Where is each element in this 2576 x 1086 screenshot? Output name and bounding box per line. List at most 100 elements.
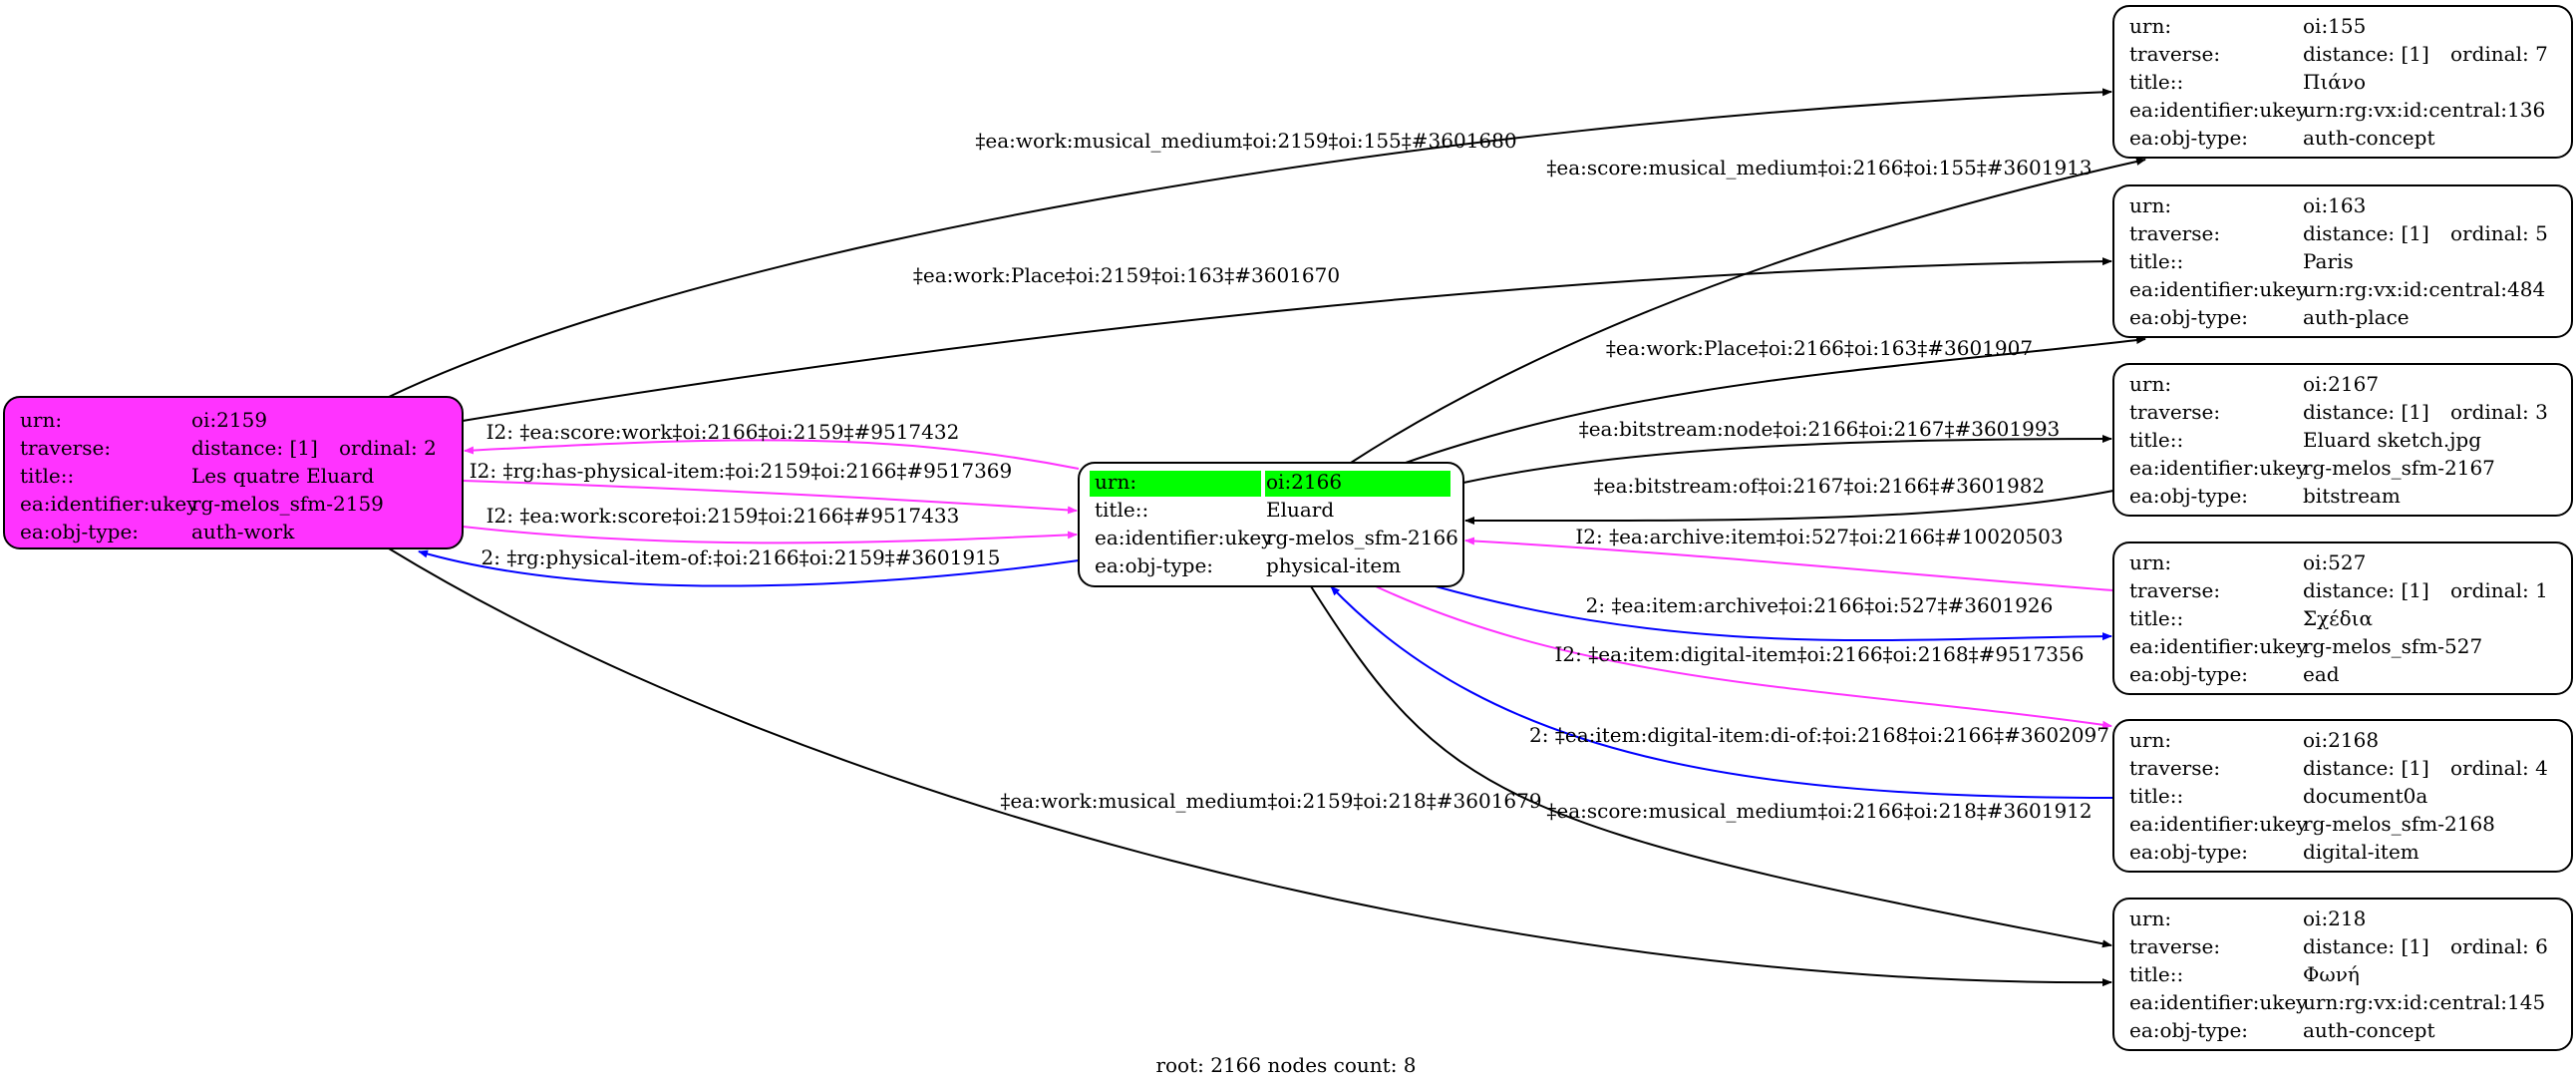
node-field-value: bitstream: [2303, 484, 2401, 508]
edge-n527-to-n2166: [1464, 537, 2114, 591]
edge-n2159-to-n2166: [462, 526, 1078, 544]
node-field-value: oi:2168: [2303, 728, 2379, 752]
node-field-key: traverse:: [20, 436, 111, 460]
edge-n2166-to-n2168: [1375, 585, 2112, 729]
node-field-key: ea:obj-type:: [2129, 1018, 2248, 1042]
node-field-ordinal: ordinal: 3: [2450, 400, 2548, 424]
node-field-key: urn:: [2129, 906, 2171, 930]
node-field-value: Σχέδια: [2303, 606, 2373, 630]
node-field-key: ea:obj-type:: [2129, 662, 2248, 686]
node-field-value: oi:527: [2303, 550, 2366, 574]
edge-label: I2: ‡ea:work:score‡oi:2159‡oi:2166‡#9517…: [486, 504, 960, 528]
node-field-value: ead: [2303, 662, 2340, 686]
node-field-value: auth-work: [191, 520, 295, 543]
node-field-key: urn:: [2129, 550, 2171, 574]
node-field-key: ea:obj-type:: [2129, 305, 2248, 329]
edge-n2159-to-n2166: [462, 480, 1078, 515]
edge-label: ‡ea:bitstream:node‡oi:2166‡oi:2167‡#3601…: [1579, 417, 2061, 441]
node-field-key: urn:: [2129, 193, 2171, 217]
focus-highlight-key: [1090, 471, 1261, 497]
focus-highlight-value: [1265, 471, 1450, 497]
node-field-value: distance: [1]: [2303, 42, 2429, 66]
node-field-key: title::: [1095, 498, 1148, 522]
node-field-key: ea:obj-type:: [2129, 484, 2248, 508]
edge-label: ‡ea:work:Place‡oi:2159‡oi:163‡#3601670: [913, 263, 1340, 287]
node-field-key: ea:obj-type:: [1095, 553, 1213, 577]
node-field-ordinal: ordinal: 2: [339, 436, 437, 460]
node-field-key: urn:: [2129, 372, 2171, 396]
node-field-value: rg-melos_sfm-527: [2303, 634, 2482, 658]
edge-n2166-to-n2167: [1462, 435, 2112, 484]
node-field-value: auth-place: [2303, 305, 2410, 329]
edge-labels-layer: ‡ea:work:musical_medium‡oi:2159‡oi:155‡#…: [470, 129, 2109, 823]
node-field-key: ea:identifier:ukey: [2129, 812, 2308, 836]
node-field-value: Paris: [2303, 249, 2354, 273]
edge-label: I2: ‡rg:has-physical-item:‡oi:2159‡oi:21…: [470, 459, 1013, 483]
node-field-key: traverse:: [2129, 756, 2220, 780]
node-field-value: auth-concept: [2303, 126, 2434, 150]
node-field-value: rg-melos_sfm-2166: [1266, 526, 1458, 549]
node-field-key: title::: [2129, 70, 2183, 94]
node-field-ordinal: ordinal: 6: [2450, 934, 2548, 958]
node-field-key: title::: [2129, 784, 2183, 808]
edge-n2166-to-n155: [1350, 158, 2146, 464]
node-field-value: Πιάνο: [2303, 70, 2366, 94]
node-field-key: title::: [2129, 962, 2183, 986]
node-field-key: urn:: [20, 408, 62, 432]
node-field-value: oi:218: [2303, 906, 2366, 930]
node-field-key: ea:obj-type:: [20, 520, 139, 543]
node-field-key: title::: [2129, 249, 2183, 273]
node-box: [2112, 184, 2573, 338]
node-field-key: ea:identifier:ukey: [1095, 526, 1273, 549]
node-field-key: traverse:: [2129, 934, 2220, 958]
node-field-value: rg-melos_sfm-2167: [2303, 456, 2495, 480]
node-field-key: ea:identifier:ukey: [2129, 98, 2308, 122]
node-field-key: ea:identifier:ukey: [2129, 990, 2308, 1014]
node-field-value: document0a: [2303, 784, 2427, 808]
node-field-value: physical-item: [1266, 553, 1401, 577]
node-field-ordinal: ordinal: 1: [2450, 578, 2548, 602]
edge-n2166-to-n527: [1435, 585, 2112, 642]
node-box: [2112, 898, 2573, 1051]
edge-n2159-to-n218: [388, 547, 2112, 987]
node-field-value: Eluard: [1266, 498, 1334, 522]
edge-n2168-to-n2166: [1330, 585, 2114, 799]
node-field-key: ea:identifier:ukey: [2129, 634, 2308, 658]
edge-n2159-to-n163: [462, 257, 2112, 422]
node-field-value: oi:2159: [191, 408, 267, 432]
edges-layer: [388, 88, 2146, 987]
node-field-key: traverse:: [2129, 221, 2220, 245]
edge-label: 2: ‡rg:physical-item-of:‡oi:2166‡oi:2159…: [482, 545, 1001, 569]
node-field-value: oi:163: [2303, 193, 2366, 217]
node-field-value: rg-melos_sfm-2168: [2303, 812, 2495, 836]
node-2159[interactable]: urn: oi:2159 traverse: distance: [1] ordinal…: [3, 396, 464, 549]
node-field-value: Les quatre Eluard: [191, 464, 374, 488]
node-field-value: urn:rg:vx:id:central:145: [2303, 990, 2545, 1014]
node-field-key: ea:obj-type:: [2129, 126, 2248, 150]
node-field-value: Φωνή: [2303, 962, 2360, 986]
node-field-key: ea:identifier:ukey: [2129, 456, 2308, 480]
node-field-ordinal: ordinal: 4: [2450, 756, 2548, 780]
node-field-key: title::: [2129, 428, 2183, 452]
edge-n2166-to-n218: [1310, 585, 2112, 948]
node-field-key: ea:identifier:ukey: [20, 492, 198, 516]
node-box: [2112, 542, 2573, 695]
node-field-value: distance: [1]: [2303, 221, 2429, 245]
edge-label: ‡ea:work:musical_medium‡oi:2159‡oi:218‡#…: [1000, 789, 1541, 813]
node-2166[interactable]: urn:oi:2166title::Eluardea:identifier:uk…: [1078, 462, 1464, 587]
node-field-value: rg-melos_sfm-2159: [191, 492, 384, 516]
node-field-key: traverse:: [2129, 400, 2220, 424]
edge-n2159-to-n155: [388, 88, 2112, 398]
node-box: [2112, 5, 2573, 159]
node-field-value: distance: [1]: [191, 436, 318, 460]
edge-n2167-to-n2166: [1464, 490, 2114, 526]
node-field-key: ea:obj-type:: [2129, 840, 2248, 864]
node-field-key: urn:: [1095, 470, 1136, 494]
